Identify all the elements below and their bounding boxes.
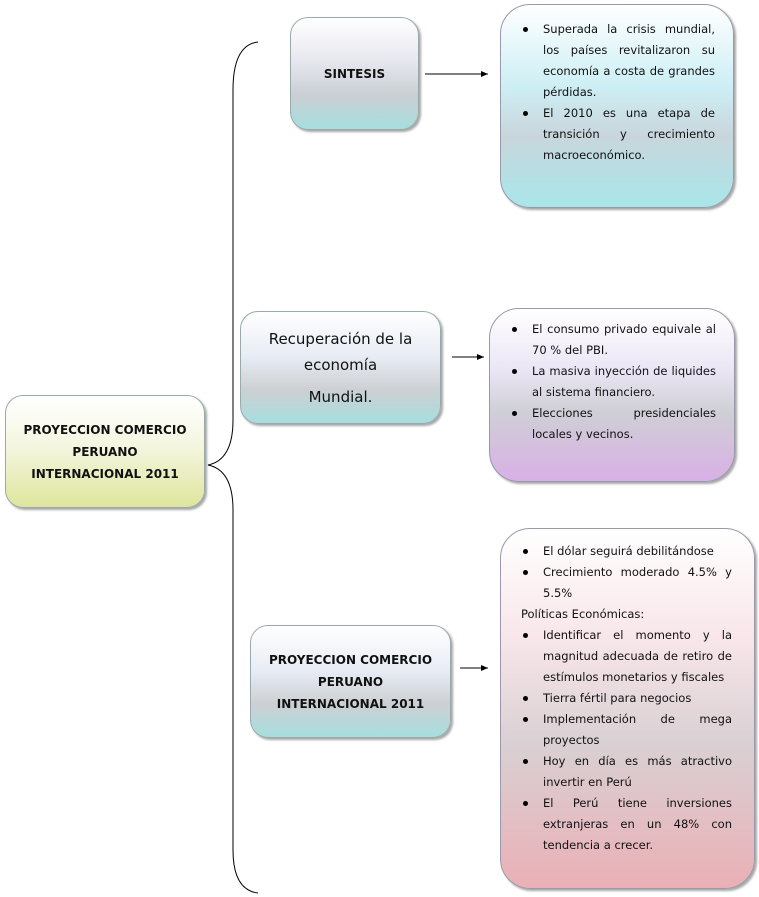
list-item: El dólar seguirá debilitándose bbox=[521, 541, 732, 562]
branch-title: PROYECCION COMERCIO bbox=[268, 652, 433, 667]
branch-proyeccion: PROYECCION COMERCIO PERUANO INTERNACIONA… bbox=[250, 625, 451, 738]
root-line: PROYECCION COMERCIO bbox=[23, 422, 187, 437]
list-item: Hoy en día es más atractivo invertir en … bbox=[521, 751, 732, 793]
branch-recuperacion: Recuperación de la economía Mundial. bbox=[240, 311, 441, 424]
root-line: PERUANO bbox=[72, 444, 138, 459]
detail-proyeccion: El dólar seguirá debilitándose Crecimien… bbox=[500, 528, 755, 889]
branch-title: economía bbox=[303, 355, 378, 374]
detail-recuperacion: El consumo privado equivale al 70 % del … bbox=[489, 308, 735, 482]
branch-title: Mundial. bbox=[308, 387, 373, 406]
list-item: Identificar el momento y la magnitud ade… bbox=[521, 625, 732, 688]
branch-title: INTERNACIONAL 2011 bbox=[276, 696, 425, 711]
list-item: Implementación de mega proyectos bbox=[521, 709, 732, 751]
list-item: El consumo privado equivale al 70 % del … bbox=[510, 319, 716, 361]
list-item: El Perú tiene inversiones extranjeras en… bbox=[521, 793, 732, 856]
branch-title: Recuperación de la bbox=[268, 329, 413, 348]
brace bbox=[207, 41, 259, 894]
list-item: El 2010 es una etapa de transición y cre… bbox=[521, 103, 715, 166]
list-item: Tierra fértil para negocios bbox=[521, 688, 732, 709]
list-item: La masiva inyección de liquides al siste… bbox=[510, 361, 716, 403]
detail-sintesis: Superada la crisis mundial, los países r… bbox=[500, 4, 734, 208]
list-item: Elecciones presidenciales locales y veci… bbox=[510, 403, 716, 445]
list-item: Superada la crisis mundial, los países r… bbox=[521, 19, 715, 103]
branch-title: PERUANO bbox=[317, 674, 384, 689]
branch-title: SINTESIS bbox=[323, 66, 386, 81]
root-line: INTERNACIONAL 2011 bbox=[31, 466, 179, 481]
subheading: Políticas Económicas: bbox=[521, 607, 645, 621]
branch-sintesis: SINTESIS bbox=[290, 17, 419, 130]
list-item: Crecimiento moderado 4.5% y 5.5% bbox=[521, 562, 732, 604]
root-node: PROYECCION COMERCIO PERUANO INTERNACIONA… bbox=[5, 395, 205, 508]
